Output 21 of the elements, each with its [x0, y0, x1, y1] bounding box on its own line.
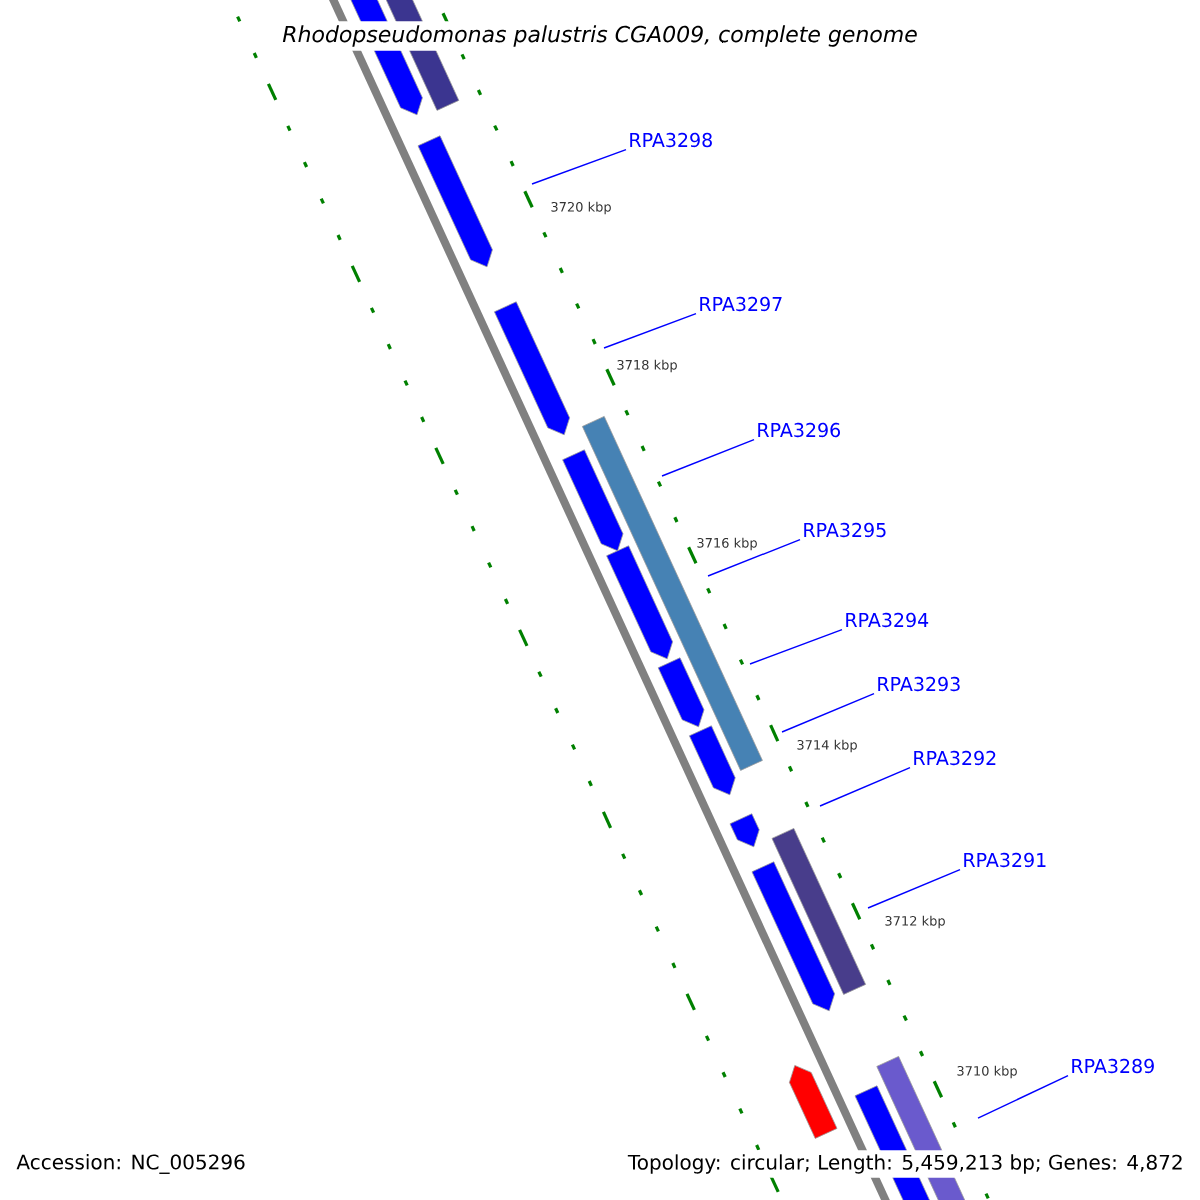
gene-label: RPA3293 — [878, 676, 960, 692]
gene-label: RPA3289 — [1072, 1058, 1154, 1074]
leader-line — [749, 628, 843, 665]
gene-label: RPA3296 — [758, 422, 840, 438]
gene-label: RPA3292 — [914, 750, 996, 766]
gene-label: RPA3294 — [846, 612, 929, 628]
leader-line — [867, 868, 961, 909]
accession-text: Accession: NC_005296 — [12, 1150, 250, 1178]
gene-label: RPA3297 — [700, 296, 782, 312]
leader-line — [603, 312, 697, 349]
genome-info-text: Topology: circular; Length: 5,459,213 bp; Genes: 4,872 — [623, 1150, 1188, 1178]
gene-label: RPA3291 — [964, 852, 1046, 868]
leader-line — [707, 538, 801, 577]
leader-line — [531, 148, 627, 185]
gene-label: RPA3298 — [630, 132, 712, 148]
gene-label: RPA3295 — [804, 522, 886, 538]
leader-line — [819, 766, 911, 807]
leader-line — [661, 438, 755, 477]
title: Rhodopseudomonas palustris CGA009, complete genome — [278, 21, 922, 51]
leader-line — [781, 692, 875, 733]
leader-line — [977, 1074, 1069, 1119]
